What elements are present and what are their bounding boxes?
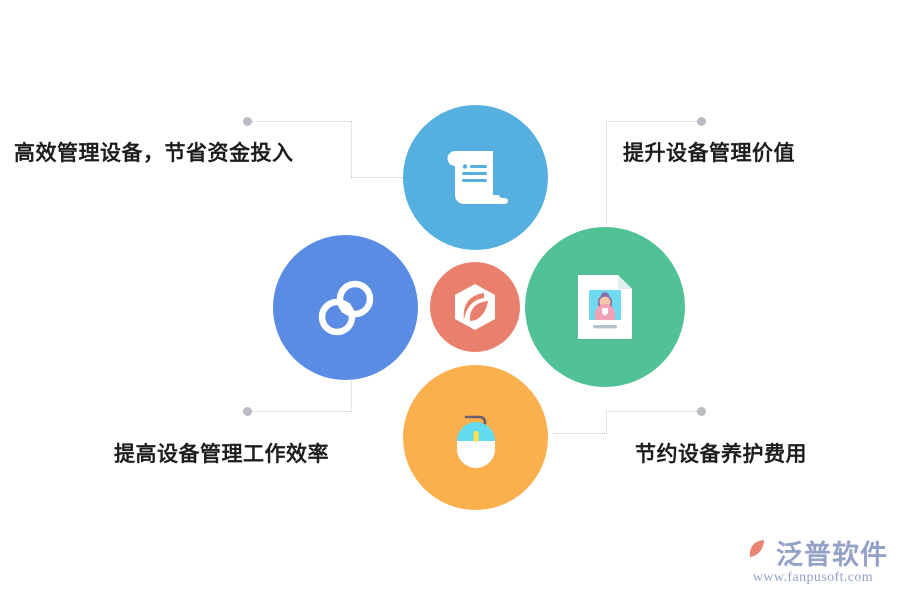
chain-link-icon — [310, 272, 382, 344]
bubble-top-scroll[interactable] — [403, 105, 548, 250]
label-top-right: 提升设备管理价值 — [623, 142, 795, 165]
label-bottom-left: 提高设备管理工作效率 — [114, 443, 329, 466]
label-top-left: 高效管理设备，节省资金投入 — [14, 142, 294, 165]
connector-segment-v — [606, 411, 607, 433]
connector-segment-v — [351, 372, 352, 412]
connector-dot-top-left — [243, 117, 252, 126]
connector-segment-h — [252, 121, 351, 122]
connector-segment-h — [606, 121, 699, 122]
bubble-right-idcard[interactable] — [525, 227, 685, 387]
label-bottom-right: 节约设备养护费用 — [635, 443, 807, 466]
connector-segment-v — [351, 121, 352, 177]
connector-dot-top-right — [697, 117, 706, 126]
connector-segment-h — [606, 411, 699, 412]
connector-segment-h2 — [351, 177, 403, 178]
connector-segment-h2 — [553, 433, 607, 434]
watermark-logo: 泛普软件 www.fanpusoft.com — [738, 533, 888, 586]
computer-mouse-icon — [444, 405, 508, 471]
fanpu-brand-mark-icon — [738, 535, 772, 570]
watermark-row: 泛普软件 — [738, 533, 888, 572]
bubble-center-logo[interactable] — [430, 262, 520, 352]
watermark-brand-text: 泛普软件 — [776, 540, 888, 570]
watermark-url-text: www.fanpusoft.com — [752, 570, 874, 585]
scroll-document-icon — [443, 146, 509, 210]
connector-segment-v — [606, 121, 607, 232]
connector-segment-h — [252, 411, 351, 412]
connector-dot-bottom-left — [243, 407, 252, 416]
id-card-document-icon — [575, 272, 635, 342]
bubble-left-link[interactable] — [273, 235, 418, 380]
connector-dot-bottom-right — [697, 407, 706, 416]
fanpu-leaf-logo-icon — [450, 282, 500, 332]
bubble-bottom-mouse[interactable] — [403, 365, 548, 510]
